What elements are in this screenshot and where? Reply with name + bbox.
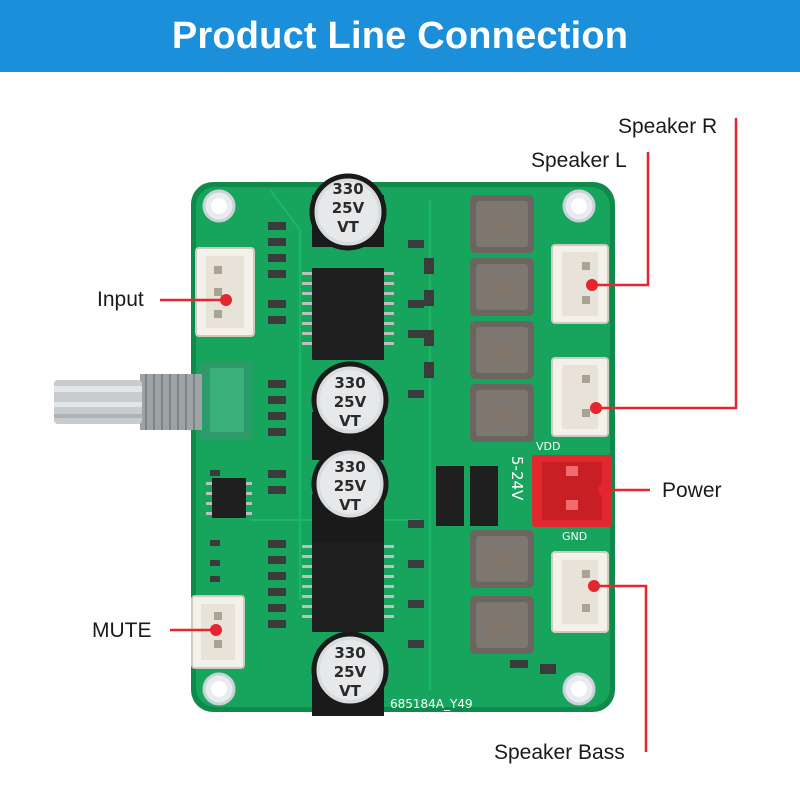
gnd-marking: GND [562, 530, 587, 543]
svg-text:100: 100 [487, 280, 518, 299]
capacitor-3-marking: 330 25V VT [334, 458, 367, 514]
amplifier-chip-top [302, 268, 394, 360]
power-connector [532, 455, 612, 527]
svg-text:100: 100 [487, 618, 518, 637]
svg-text:100: 100 [487, 406, 518, 425]
svg-text:VT: VT [339, 682, 362, 700]
leader-dots [210, 279, 610, 636]
svg-text:330: 330 [334, 644, 365, 662]
svg-text:25V: 25V [334, 393, 367, 411]
capacitor-2-marking: 330 25V VT [334, 374, 367, 430]
svg-text:330: 330 [334, 374, 365, 392]
op-amp-chip [206, 478, 252, 518]
smd-components [210, 222, 556, 674]
speaker-l-connector [551, 357, 609, 437]
vdd-marking: VDD [536, 440, 560, 453]
label-speaker-r: Speaker R [618, 115, 718, 138]
svg-text:VT: VT [339, 412, 362, 430]
label-input: Input [97, 288, 144, 311]
label-speaker-l: Speaker L [531, 149, 627, 172]
capacitor-3 [311, 445, 389, 542]
capacitor-1-marking: 330 25V VT [332, 180, 365, 236]
capacitor-4 [311, 631, 389, 716]
board-code: 685184A_Y49 [390, 697, 473, 711]
label-power: Power [662, 479, 722, 502]
capacitor-1 [309, 173, 387, 251]
label-mute: MUTE [92, 619, 152, 642]
svg-text:25V: 25V [334, 477, 367, 495]
inductor-markings: 100 100 100 100 100 100 [487, 217, 518, 637]
mounting-holes [202, 189, 596, 706]
svg-text:VT: VT [339, 496, 362, 514]
svg-text:VT: VT [337, 218, 360, 236]
speaker-bass-connector [551, 551, 609, 633]
svg-text:25V: 25V [334, 663, 367, 681]
svg-text:330: 330 [334, 458, 365, 476]
volume-knob [54, 362, 252, 440]
svg-text:100: 100 [487, 343, 518, 362]
mosfets [436, 466, 498, 526]
svg-text:100: 100 [487, 217, 518, 236]
svg-text:330: 330 [332, 180, 363, 198]
page-title: Product Line Connection [171, 14, 629, 57]
svg-text:25V: 25V [332, 199, 365, 217]
header-banner: Product Line Connection [0, 0, 800, 72]
input-connector [195, 247, 255, 337]
amplifier-chip-bottom [302, 540, 394, 632]
voltage-marking: 5-24V [508, 456, 526, 501]
inductors [470, 195, 534, 654]
label-speaker-bass: Speaker Bass [494, 741, 625, 764]
leader-lines [160, 118, 738, 752]
svg-text:100: 100 [487, 552, 518, 571]
capacitor-4-marking: 330 25V VT [334, 644, 367, 700]
